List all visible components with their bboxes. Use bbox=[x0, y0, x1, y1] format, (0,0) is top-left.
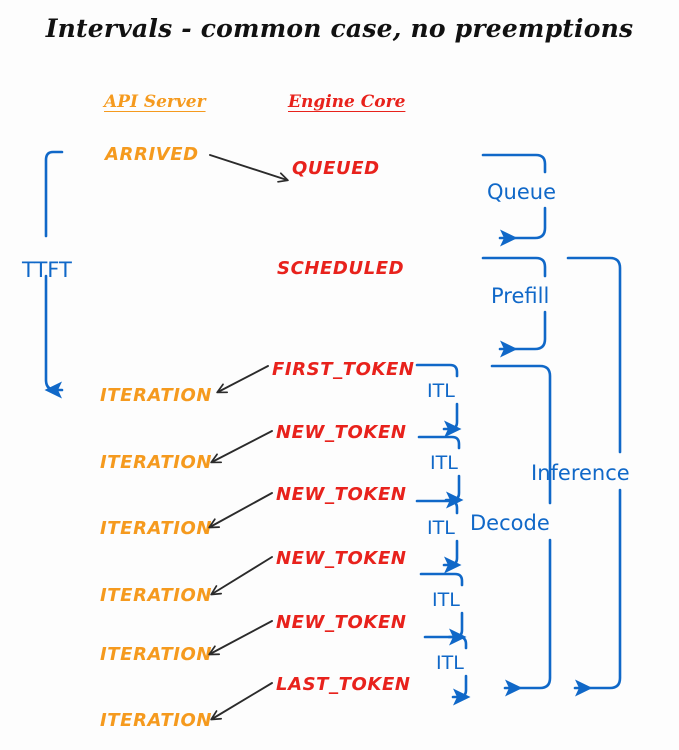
interval-label-itl-3: ITL bbox=[427, 517, 455, 539]
bracket-itl-2-bottom bbox=[444, 474, 464, 509]
interval-label-itl-4: ITL bbox=[432, 589, 460, 611]
bracket-queue-top bbox=[481, 153, 547, 174]
bracket-queue-bottom bbox=[498, 206, 547, 247]
interval-label-ttft: TTFT bbox=[22, 258, 72, 282]
state-iteration-5: ITERATION bbox=[100, 644, 213, 665]
state-scheduled: SCHEDULED bbox=[277, 258, 405, 279]
state-iteration-6: ITERATION bbox=[100, 710, 213, 731]
arrow-new-token-3-to-iteration-4 bbox=[210, 556, 273, 596]
bracket-itl-1-top bbox=[415, 363, 459, 378]
interval-label-itl-5: ITL bbox=[436, 652, 464, 674]
bracket-itl-4-bottom bbox=[447, 611, 467, 646]
state-queued: QUEUED bbox=[292, 158, 380, 179]
bracket-itl-5-bottom bbox=[451, 674, 471, 706]
bracket-ttft-bottom bbox=[44, 274, 64, 399]
state-last-token: LAST_TOKEN bbox=[276, 674, 411, 695]
bracket-itl-3-bottom bbox=[442, 539, 462, 574]
bracket-ttft-top bbox=[44, 150, 64, 238]
column-heading-engine-core: Engine Core bbox=[288, 92, 406, 112]
arrow-arrived-to-queued bbox=[209, 154, 289, 183]
bracket-itl-1-bottom bbox=[442, 402, 462, 438]
arrow-last-token-to-iteration-6 bbox=[210, 682, 273, 721]
interval-label-decode: Decode bbox=[470, 511, 550, 535]
bracket-itl-4-top bbox=[419, 572, 464, 587]
arrow-new-token-2-to-iteration-3 bbox=[208, 492, 273, 529]
arrow-new-token-1-to-iteration-2 bbox=[210, 430, 273, 464]
interval-label-inference: Inference bbox=[531, 461, 630, 485]
interval-label-queue: Queue bbox=[487, 180, 556, 204]
bracket-itl-2-top bbox=[417, 435, 461, 450]
bracket-inference-top bbox=[566, 256, 622, 454]
state-first-token: FIRST_TOKEN bbox=[272, 359, 415, 380]
page-title: Intervals - common case, no preemptions bbox=[45, 14, 634, 43]
arrow-new-token-4-to-iteration-5 bbox=[208, 620, 273, 656]
bracket-itl-3-top bbox=[415, 499, 459, 515]
bracket-prefill-top bbox=[481, 256, 547, 278]
bracket-itl-5-top bbox=[423, 635, 468, 650]
interval-label-itl-2: ITL bbox=[430, 452, 458, 474]
column-heading-api-server: API Server bbox=[104, 92, 206, 112]
bracket-inference-bottom bbox=[573, 488, 622, 697]
state-new-token-3: NEW_TOKEN bbox=[276, 548, 407, 569]
interval-label-prefill: Prefill bbox=[491, 284, 550, 308]
state-iteration-3: ITERATION bbox=[100, 518, 213, 539]
state-new-token-2: NEW_TOKEN bbox=[276, 484, 407, 505]
state-new-token-4: NEW_TOKEN bbox=[276, 612, 407, 633]
arrow-first-token-to-iteration-1 bbox=[216, 365, 269, 394]
state-iteration-2: ITERATION bbox=[100, 452, 213, 473]
state-iteration-1: ITERATION bbox=[100, 385, 213, 406]
bracket-decode-bottom bbox=[503, 538, 552, 697]
interval-label-itl-1: ITL bbox=[427, 380, 455, 402]
state-new-token-1: NEW_TOKEN bbox=[276, 422, 407, 443]
state-iteration-4: ITERATION bbox=[100, 585, 213, 606]
bracket-prefill-bottom bbox=[498, 310, 547, 358]
state-arrived: ARRIVED bbox=[105, 144, 199, 165]
